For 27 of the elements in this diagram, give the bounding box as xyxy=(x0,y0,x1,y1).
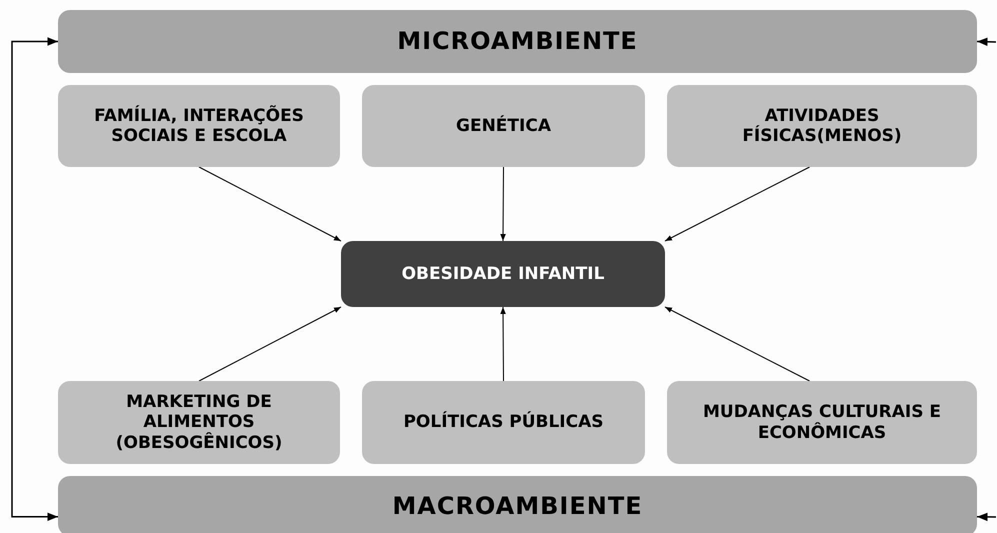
environment-band xyxy=(58,476,977,533)
environment-band xyxy=(58,10,977,73)
feedback-arrow xyxy=(11,37,58,521)
node-label: MUDANÇAS CULTURAIS E ECONÔMICAS xyxy=(702,402,942,443)
factor-box xyxy=(667,381,977,464)
factor-box xyxy=(667,85,977,167)
feedback-arrow xyxy=(976,38,996,46)
arrow xyxy=(198,166,342,242)
factor-box xyxy=(362,381,645,464)
node-label: MACROAMBIENTE xyxy=(392,492,643,520)
node-label: MARKETING DE ALIMENTOS (OBESOGÊNICOS) xyxy=(114,392,284,454)
outcome-box xyxy=(341,241,665,307)
arrow xyxy=(500,306,506,382)
arrow xyxy=(664,166,810,242)
factor-box xyxy=(362,85,645,167)
factor-box xyxy=(58,85,340,167)
node-label: OBESIDADE INFANTIL xyxy=(402,264,604,284)
node-label: MICROAMBIENTE xyxy=(397,27,638,56)
node-label: FAMÍLIA, INTERAÇÕES SOCIAIS E ESCOLA xyxy=(93,106,305,146)
factor-box xyxy=(58,381,340,464)
feedback-arrow xyxy=(977,512,996,522)
arrow xyxy=(664,306,810,382)
node-label: GENÉTICA xyxy=(456,116,551,136)
arrow xyxy=(500,166,506,242)
arrow xyxy=(198,306,342,382)
node-label: POLÍTICAS PÚBLICAS xyxy=(403,412,604,433)
node-label: ATIVIDADES FÍSICAS(MENOS) xyxy=(741,106,903,146)
